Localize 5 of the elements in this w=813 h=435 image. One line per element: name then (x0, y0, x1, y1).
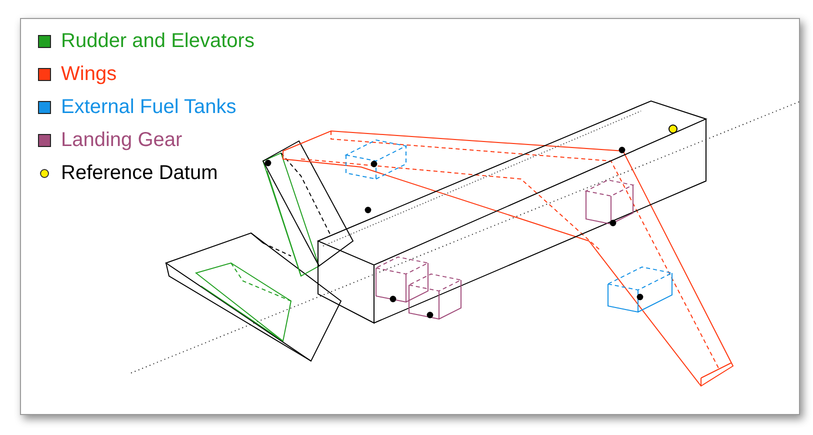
legend-label: Wings (61, 64, 117, 84)
legend-label: Reference Datum (61, 163, 218, 183)
legend-label: Rudder and Elevators (61, 31, 254, 51)
legend-label: Landing Gear (61, 130, 182, 150)
legend-label: External Fuel Tanks (61, 97, 236, 117)
